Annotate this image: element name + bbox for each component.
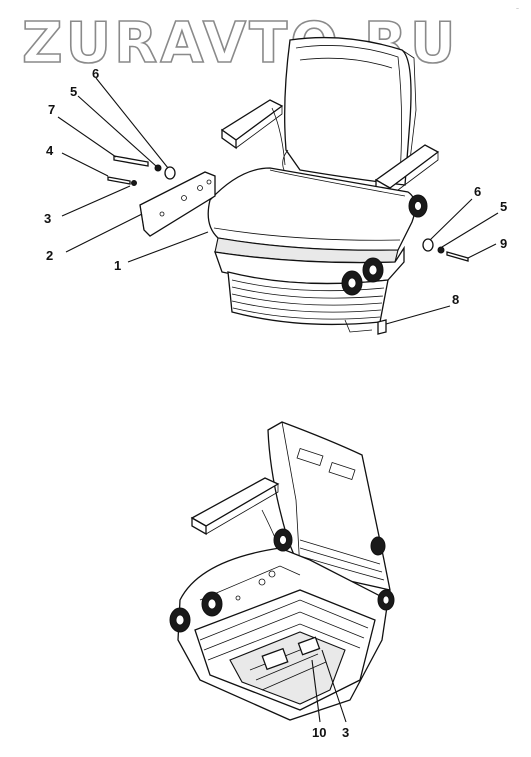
mounting-bracket [139, 171, 216, 237]
callout-8: 8 [452, 292, 459, 307]
spacer-6-right [422, 238, 434, 252]
callout-5-left: 5 [70, 84, 77, 99]
knob-bottom-back [370, 536, 386, 556]
seat-top-view [207, 36, 440, 333]
left-hardware [107, 155, 176, 186]
callout-9: 9 [500, 236, 507, 251]
callout-3: 3 [44, 211, 51, 226]
adjust-knob-side [408, 194, 428, 218]
leader-lines-bottom [311, 649, 347, 723]
callout-7: 7 [48, 102, 55, 117]
seat-bottom-view [169, 421, 395, 721]
adjust-knob-front [341, 270, 363, 296]
spacer-6-left [164, 166, 176, 180]
callout-5-right: 5 [500, 199, 507, 214]
callout-6-left: 6 [92, 66, 99, 81]
callout-6-right: 6 [474, 184, 481, 199]
screw-4 [107, 176, 131, 185]
adjust-knob-mid [362, 257, 384, 283]
washer-3 [131, 180, 137, 186]
washer-5-right [437, 246, 445, 254]
backrest-rear [267, 421, 391, 591]
washer-5-left [154, 164, 162, 172]
knob-bottom-right [377, 589, 395, 611]
pin-8 [377, 319, 387, 335]
callout-4: 4 [46, 143, 54, 158]
corner-mark: – [516, 5, 519, 12]
seat-body-bottom [177, 547, 389, 721]
armrest-bottom [190, 477, 280, 541]
leader-lines-top [57, 77, 499, 325]
right-hardware [422, 238, 469, 262]
bolt-7 [113, 155, 149, 167]
backrest [282, 36, 417, 186]
knob-bottom-top [273, 528, 293, 552]
callout-3-bottom: 3 [342, 725, 349, 740]
callout-2: 2 [46, 248, 53, 263]
knob-bottom-mid [201, 591, 223, 617]
bolt-9 [446, 251, 469, 262]
seat-cushion [207, 167, 416, 264]
left-armrest [220, 99, 286, 166]
callout-10: 10 [312, 725, 326, 740]
callout-1: 1 [114, 258, 121, 273]
knob-bottom-left [169, 607, 191, 633]
